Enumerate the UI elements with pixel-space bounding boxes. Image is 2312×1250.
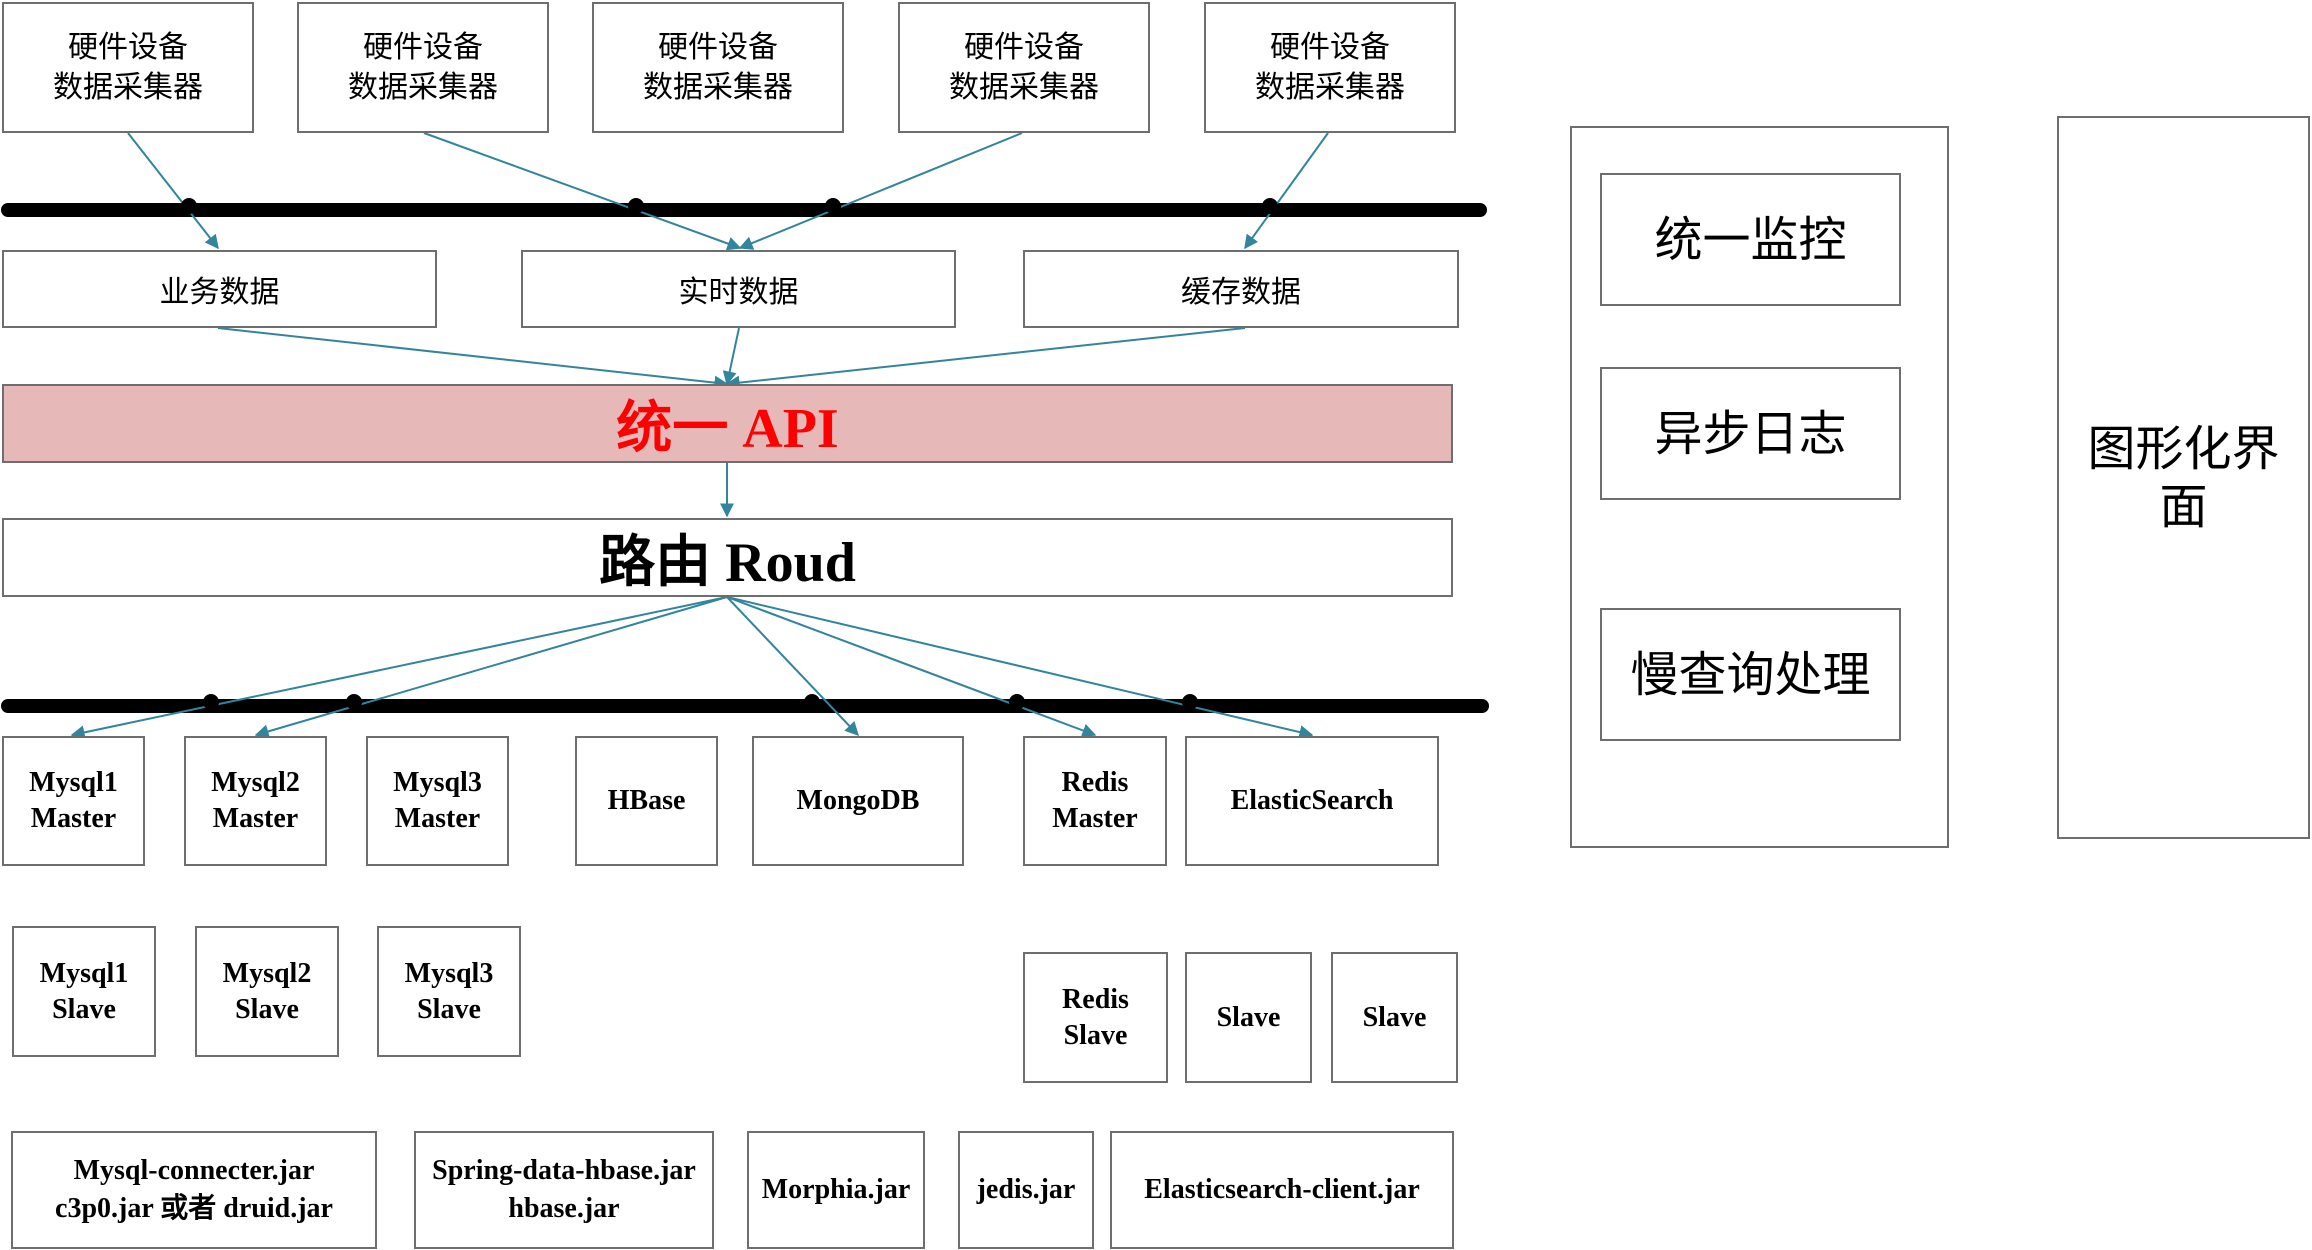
- device-collector-3: 硬件设备 数据采集器: [592, 2, 844, 133]
- slave-box-2: Slave: [1331, 952, 1458, 1083]
- arrow-route-redis: [726, 596, 1097, 738]
- redis-slave-box: Redis Slave: [1023, 952, 1168, 1083]
- arrow-route-mongodb: [726, 596, 859, 737]
- morphia-jar-box: Morphia.jar: [747, 1131, 925, 1249]
- unified-monitor-box: 统一监控: [1600, 173, 1901, 306]
- mysql3-slave-box: Mysql3 Slave: [377, 926, 521, 1057]
- redis-master-box: Redis Master: [1023, 736, 1167, 866]
- mysql2-master-box: Mysql2 Master: [184, 736, 327, 866]
- device-collector-4: 硬件设备 数据采集器: [898, 2, 1150, 133]
- mysql-jar-box: Mysql-connecter.jar c3p0.jar 或者 druid.ja…: [11, 1131, 377, 1249]
- mongodb-box: MongoDB: [752, 736, 964, 866]
- junction-dot: [1262, 198, 1278, 214]
- arrow-device4-realtime: [738, 132, 1023, 250]
- arrow-realtime-api: [722, 327, 740, 386]
- cache-data-box: 缓存数据: [1023, 250, 1459, 328]
- device-collector-2: 硬件设备 数据采集器: [297, 2, 549, 133]
- junction-dot: [825, 198, 841, 214]
- arrow-device2-realtime: [423, 132, 742, 251]
- arrow-route-mysql1: [70, 596, 728, 740]
- mysql1-slave-box: Mysql1 Slave: [12, 926, 156, 1057]
- business-data-box: 业务数据: [2, 250, 437, 328]
- arrow-cache-api: [725, 327, 1246, 390]
- device-collector-1: 硬件设备 数据采集器: [2, 2, 254, 133]
- junction-dot: [1009, 694, 1025, 710]
- route-bar: 路由 Roud: [2, 518, 1453, 597]
- arrow-route-mysql2: [254, 596, 728, 739]
- jedis-jar-box: jedis.jar: [958, 1131, 1094, 1249]
- junction-dot: [804, 694, 820, 710]
- async-log-box: 异步日志: [1600, 367, 1901, 500]
- mysql1-master-box: Mysql1 Master: [2, 736, 145, 866]
- elasticsearch-jar-box: Elasticsearch-client.jar: [1110, 1131, 1454, 1249]
- slow-query-box: 慢查询处理: [1600, 608, 1901, 741]
- arrow-lines: [70, 132, 1329, 740]
- hbase-box: HBase: [575, 736, 718, 866]
- junction-dots: [181, 198, 1278, 710]
- mysql2-slave-box: Mysql2 Slave: [195, 926, 339, 1057]
- gui-panel: 图形化界 面: [2057, 116, 2310, 839]
- junction-dot: [1182, 694, 1198, 710]
- unified-api-bar: 统一 API: [2, 384, 1453, 463]
- mysql3-master-box: Mysql3 Master: [366, 736, 509, 866]
- junction-dot: [203, 694, 219, 710]
- junction-dot: [628, 198, 644, 214]
- arrow-device5-cache: [1244, 132, 1329, 250]
- device-collector-5: 硬件设备 数据采集器: [1204, 2, 1456, 133]
- elasticsearch-box: ElasticSearch: [1185, 736, 1439, 866]
- arrow-route-elasticsearch: [726, 596, 1314, 739]
- slave-box-1: Slave: [1185, 952, 1312, 1083]
- arrow-device1-business: [127, 132, 219, 250]
- junction-dot: [181, 198, 197, 214]
- hbase-jar-box: Spring-data-hbase.jar hbase.jar: [414, 1131, 714, 1249]
- realtime-data-box: 实时数据: [521, 250, 956, 328]
- arrow-business-api: [217, 327, 729, 390]
- junction-dot: [346, 694, 362, 710]
